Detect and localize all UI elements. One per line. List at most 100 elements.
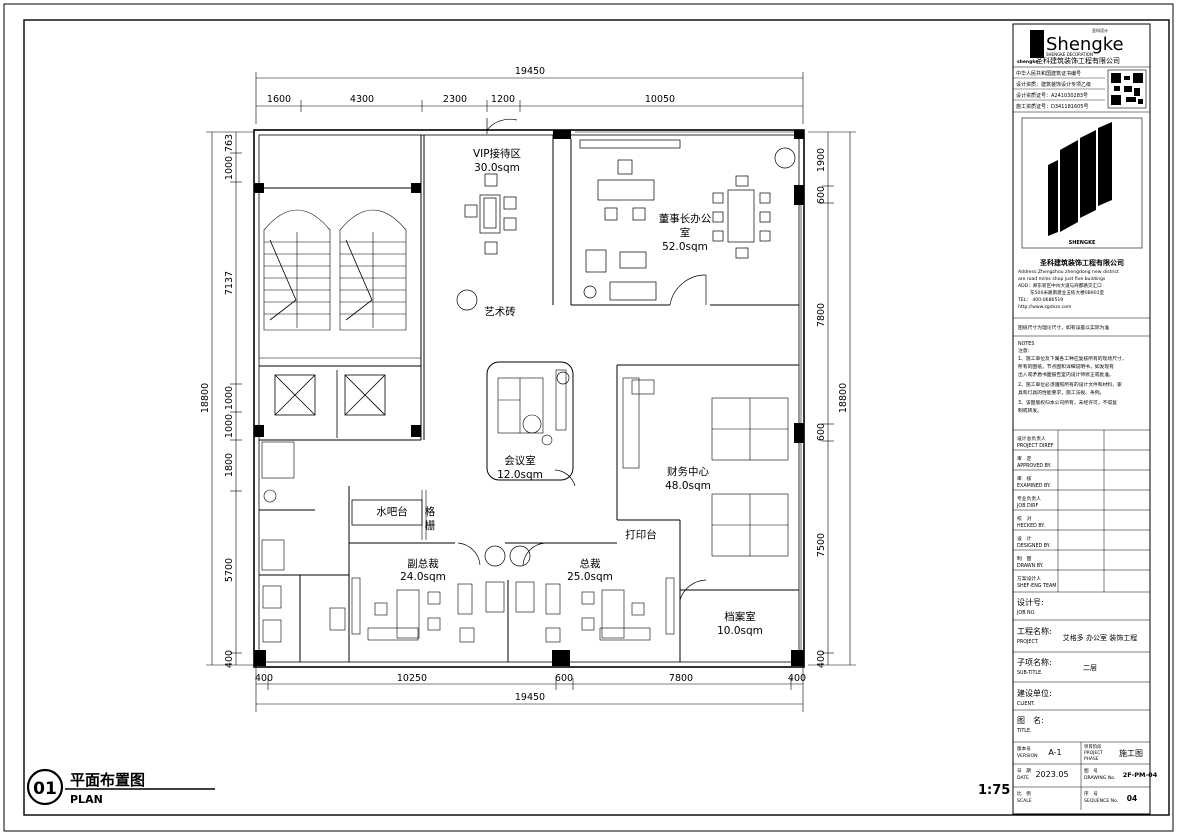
logo-tiny-text: 圣科设计 (1092, 27, 1108, 33)
title-cn: 图 名: (1017, 715, 1044, 725)
meeting-room-area: 12.0sqm (497, 469, 543, 481)
plan-title-en: PLAN (70, 793, 103, 806)
title-en: TITLE. (1016, 728, 1032, 734)
right-dim-5: 7500 (816, 533, 827, 557)
client-en: CLIENT. (1017, 701, 1035, 707)
top-dim-3: 2300 (443, 94, 467, 105)
ceo-room-name: 总裁 (580, 557, 601, 570)
toilet-fixtures (261, 441, 346, 643)
chairman-room-name: 董事长办公 (659, 212, 712, 225)
subtitle-en: SUB-TITLE. (1017, 670, 1043, 676)
role-en-0: PROJECT DIREF (1017, 443, 1054, 449)
drawing-cn: 图 号 (1084, 768, 1098, 774)
chairman-room-name-2: 室 (680, 226, 691, 239)
project-en: PROJECT. (1017, 639, 1039, 645)
left-dim-5: 1000 (224, 414, 235, 438)
water-bar-label: 水吧台 (376, 505, 408, 518)
client-cn: 建设单位: (1017, 688, 1052, 698)
inner-frame (23, 19, 1170, 816)
logo-mark (1030, 30, 1044, 58)
address-line-1: Address:Zhengzhou zhengdong new district (1018, 269, 1119, 275)
role-cn-4: 校 对 (1017, 515, 1032, 522)
left-dim-6: 1800 (224, 453, 235, 477)
printer-label: 打印台 (625, 528, 657, 541)
notes-line-5: 具和灯具的性能要求，施工法规、条例。 (1018, 389, 1104, 396)
logo-text: Shengke (1046, 34, 1124, 55)
outer-frame (3, 3, 1174, 832)
bottom-dim-4: 7800 (669, 673, 693, 684)
phase-cn: 项目阶段 (1084, 743, 1102, 750)
top-dimensions (255, 72, 804, 124)
project-info: 设计号: JOB NO. 工程名称: PROJECT. 艾格多 办公室 装饰工程… (1013, 597, 1158, 810)
version-value: A-1 (1048, 748, 1061, 757)
overall-height-left: 18800 (200, 383, 211, 413)
left-dim-8: 400 (224, 650, 235, 668)
right-dim-6: 400 (816, 650, 827, 668)
exterior-walls (253, 129, 805, 668)
seq-en: SEQUENCE No. (1084, 798, 1118, 804)
cert-line-2: 设计资质：建筑装饰设计专项乙级 (1016, 81, 1091, 88)
date-cn: 日 期 (1017, 768, 1031, 774)
interior-walls (259, 135, 799, 662)
top-dim-4: 1200 (491, 94, 515, 105)
chairman-room-area: 52.0sqm (662, 241, 708, 253)
dimension-texts: 19450 1600 4300 2300 1200 10050 400 1025… (200, 66, 849, 703)
plan-number: 01 (33, 779, 57, 799)
meeting-room-name: 会议室 (504, 454, 536, 467)
drawing-en: DRAWING No. (1084, 775, 1115, 781)
bottom-dim-2: 10250 (397, 673, 427, 684)
plan-title-cn: 平面布置图 (70, 771, 145, 789)
version-en: VERSION (1017, 753, 1038, 759)
role-en-7: SHEF-ENG TEAM (1017, 583, 1056, 589)
vice-ceo-room-name: 副总裁 (407, 557, 439, 570)
seq-value: 04 (1127, 794, 1137, 803)
role-en-5: DESIGNED BY. (1017, 543, 1050, 549)
plan-scale: 1:75 (978, 783, 1010, 798)
role-cn-0: 设计总负责人 (1017, 435, 1046, 442)
company-logo: 圣科设计 Shengke SHENGKE DECORATION shengke … (1017, 27, 1124, 65)
windows (575, 131, 802, 650)
right-dim-4: 600 (816, 423, 827, 441)
vip-room-area: 30.0sqm (474, 162, 520, 174)
brand-mark-text: SHENGKE (1069, 240, 1096, 246)
address-line-2: are road miles shop just five buildings (1018, 276, 1106, 282)
role-cn-2: 审 核 (1017, 475, 1032, 482)
top-dim-1: 1600 (267, 94, 291, 105)
notes-block: NOTES 注意： 1、施工单位及下属各工种应复核所有的现场尺寸， 所有的图纸，… (1018, 341, 1127, 414)
stairs (259, 209, 421, 359)
right-dim-3: 7800 (816, 303, 827, 327)
overall-height-right: 18800 (838, 383, 849, 413)
role-en-1: APPROVED BY. (1017, 463, 1051, 469)
vip-room-name: VIP接待区 (473, 147, 521, 160)
floor-plan (206, 72, 856, 712)
job-no-en: JOB NO. (1016, 610, 1036, 616)
notes-title-cn: 注意： (1018, 347, 1032, 354)
address-block: 圣科建筑装饰工程有限公司 Address:Zhengzhou zhengdong… (1017, 258, 1124, 310)
doors (457, 118, 707, 601)
roles-labels: 设计总负责人 PROJECT DIREF 审 定 APPROVED BY. 审 … (1016, 435, 1056, 589)
brand-mark: SHENGKE (1021, 117, 1143, 249)
cert-line-4: 施工资质证号：D341181605号 (1016, 103, 1088, 110)
finance-desks (622, 377, 789, 557)
roles-table (1013, 430, 1150, 593)
top-dim-5: 10050 (645, 94, 675, 105)
role-cn-5: 设 计 (1017, 535, 1032, 542)
role-en-6: DRAWN BY. (1017, 563, 1043, 569)
cert-line-3: 设计资质证号：A241030283号 (1016, 92, 1088, 99)
plants (456, 289, 570, 567)
ceo-furniture (515, 577, 675, 643)
phase-en-2: PHASE (1084, 756, 1099, 762)
notes-line-1: 1、施工单位及下属各工种应复核所有的现场尺寸， (1018, 355, 1127, 362)
notes-line-7: 制或转发。 (1018, 407, 1042, 414)
date-value: 2023.05 (1035, 770, 1068, 779)
scale-en: SCALE (1017, 798, 1032, 804)
phase-value: 施工图 (1119, 748, 1143, 758)
cert-line-1: 中华人民共和国建筑证书编号 (1016, 70, 1081, 77)
right-dimensions (808, 131, 856, 666)
subtitle-cn: 子项名称: (1017, 657, 1052, 667)
bottom-dim-5: 400 (788, 673, 806, 684)
left-dim-4: 1000 (224, 386, 235, 410)
archive-room-area: 10.0sqm (717, 625, 763, 637)
meeting-room (486, 361, 574, 481)
